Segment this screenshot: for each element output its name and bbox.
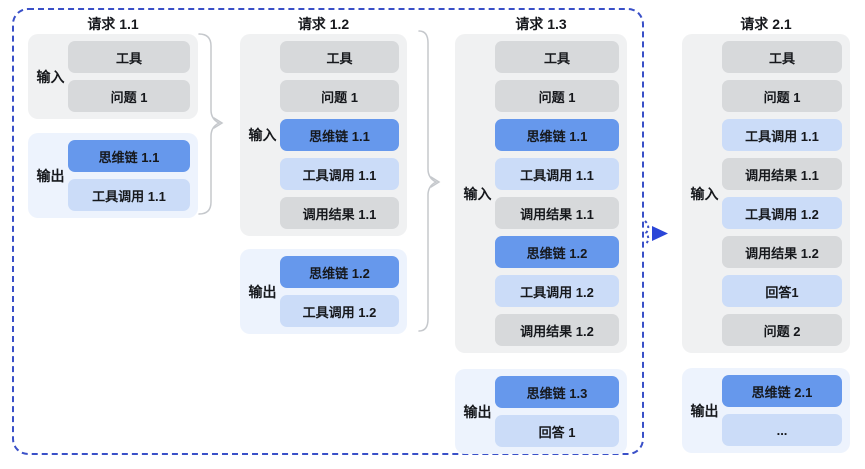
box-question-1: 问题 1	[722, 80, 842, 112]
box-tool-call-1-1: 工具调用 1.1	[280, 158, 399, 190]
request-card-1-3: 请求 1.3 输入 工具 问题 1 思维链 1.1 工具调用 1.1 调用结果 …	[455, 14, 627, 454]
input-section: 输入 工具 问题 1	[28, 34, 198, 119]
box-cot-1-3: 思维链 1.3	[495, 376, 619, 408]
box-cot-1-2: 思维链 1.2	[280, 256, 399, 288]
input-label: 输入	[463, 185, 492, 202]
box-cot-1-1: 思维链 1.1	[280, 119, 399, 151]
box-tool-call-1-2: 工具调用 1.2	[495, 275, 619, 307]
box-tools: 工具	[68, 41, 190, 73]
box-tool-call-1-1: 工具调用 1.1	[68, 179, 190, 211]
box-tools: 工具	[280, 41, 399, 73]
box-call-result-1-1: 调用结果 1.1	[722, 158, 842, 190]
input-label: 输入	[248, 127, 277, 143]
input-section: 输入 工具 问题 1 思维链 1.1 工具调用 1.1 调用结果 1.1	[240, 34, 407, 236]
output-label: 输出	[463, 403, 492, 420]
box-call-result-1-1: 调用结果 1.1	[495, 197, 619, 229]
output-section: 输出 思维链 1.3 回答 1	[455, 369, 627, 454]
request-title: 请求 1.1	[87, 16, 139, 32]
request-title: 请求 1.3	[515, 16, 567, 32]
input-label: 输入	[690, 185, 719, 202]
box-cot-1-1: 思维链 1.1	[68, 140, 190, 172]
request-title: 请求 1.2	[297, 16, 350, 32]
box-tool-call-1-2: 工具调用 1.2	[280, 295, 399, 327]
output-section: 输出 思维链 1.2 工具调用 1.2	[240, 249, 407, 334]
output-section: 输出 思维链 1.1 工具调用 1.1	[28, 133, 198, 218]
input-section: 输入 工具 问题 1 工具调用 1.1 调用结果 1.1 工具调用 1.2 调用…	[682, 34, 850, 353]
box-question-1: 问题 1	[68, 80, 190, 112]
box-call-result-1-2: 调用结果 1.2	[495, 314, 619, 346]
box-cot-1-1: 思维链 1.1	[495, 119, 619, 151]
box-cot-2-1: 思维链 2.1	[722, 375, 842, 407]
box-question-2: 问题 2	[722, 314, 842, 346]
request-group-border	[12, 8, 644, 455]
box-tool-call-1-1: 工具调用 1.1	[495, 158, 619, 190]
box-answer-1: 回答 1	[495, 415, 619, 447]
box-tool-call-1-1: 工具调用 1.1	[722, 119, 842, 151]
transition-arrow-icon	[644, 220, 668, 246]
input-label: 输入	[36, 68, 65, 85]
output-label: 输出	[36, 167, 65, 184]
box-tool-call-1-2: 工具调用 1.2	[722, 197, 842, 229]
input-section: 输入 工具 问题 1 思维链 1.1 工具调用 1.1 调用结果 1.1 思维链…	[455, 34, 627, 353]
output-label: 输出	[248, 283, 277, 300]
request-title: 请求 2.1	[740, 16, 792, 32]
output-section: 输出 思维链 2.1 ...	[682, 368, 850, 453]
request-card-1-2: 请求 1.2 输入 工具 问题 1 思维链 1.1 工具调用 1.1 调用结果 …	[240, 14, 407, 334]
box-call-result-1-2: 调用结果 1.2	[722, 236, 842, 268]
box-tools: 工具	[495, 41, 619, 73]
box-ellipsis: ...	[722, 414, 842, 446]
box-cot-1-2: 思维链 1.2	[495, 236, 619, 268]
box-answer-1: 回答1	[722, 275, 842, 307]
box-tools: 工具	[722, 41, 842, 73]
output-label: 输出	[690, 402, 719, 419]
box-call-result-1-1: 调用结果 1.1	[280, 197, 399, 229]
box-question-1: 问题 1	[495, 80, 619, 112]
request-card-1-1: 请求 1.1 输入 工具 问题 1 输出 思维链 1.1 工具调用 1.1	[28, 14, 198, 218]
box-question-1: 问题 1	[280, 80, 399, 112]
request-card-2-1: 请求 2.1 输入 工具 问题 1 工具调用 1.1 调用结果 1.1 工具调用…	[682, 14, 850, 453]
